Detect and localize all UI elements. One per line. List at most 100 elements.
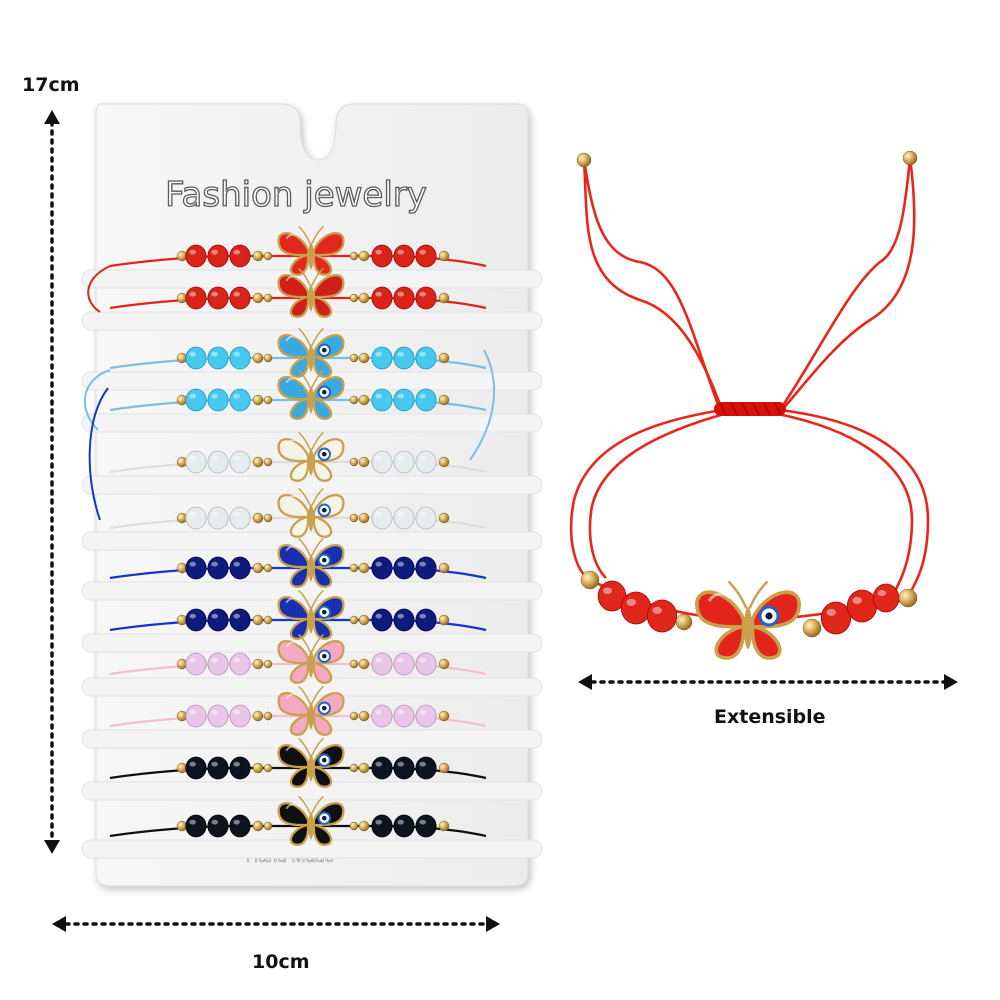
gold-bead — [580, 570, 600, 590]
crystal-bead — [371, 346, 393, 370]
extensible-label: Extensible — [714, 706, 826, 728]
gold-bead — [349, 251, 359, 261]
crystal-bead — [207, 814, 229, 838]
crystal-bead — [393, 652, 415, 676]
card-slot — [81, 475, 543, 495]
crystal-bead — [207, 556, 229, 580]
gold-bead — [349, 821, 359, 831]
gold-bead — [252, 512, 264, 524]
gold-bead — [358, 562, 370, 574]
crystal-bead — [415, 556, 437, 580]
gold-bead — [263, 821, 273, 831]
crystal-bead — [393, 388, 415, 412]
bracelet-black — [109, 795, 487, 846]
gold-bead — [802, 618, 822, 638]
gold-bead — [263, 763, 273, 773]
crystal-bead — [229, 286, 251, 310]
crystal-bead — [415, 704, 437, 728]
crystal-bead — [620, 591, 652, 625]
gold-bead — [438, 762, 450, 774]
crystal-bead — [393, 346, 415, 370]
crystal-bead — [415, 244, 437, 268]
bracelet-pink — [109, 633, 487, 684]
crystal-bead — [393, 814, 415, 838]
crystal-bead — [371, 704, 393, 728]
crystal-bead — [415, 756, 437, 780]
crystal-bead — [415, 450, 437, 474]
gold-bead — [438, 512, 450, 524]
butterfly-charm-icon — [277, 537, 345, 588]
gold-bead — [438, 562, 450, 574]
crystal-bead — [229, 652, 251, 676]
cord-tail — [469, 349, 496, 461]
card-title: Fashion jewelry — [165, 175, 427, 215]
gold-bead — [349, 513, 359, 523]
bracelet-red — [109, 225, 487, 276]
gold-bead — [252, 562, 264, 574]
card-bracelets — [81, 225, 543, 859]
gold-bead — [263, 353, 273, 363]
gold-bead — [252, 394, 264, 406]
gold-bead — [263, 513, 273, 523]
crystal-bead — [207, 704, 229, 728]
gold-bead — [252, 292, 264, 304]
bracelet-cord — [582, 159, 724, 411]
butterfly-charm-icon — [277, 737, 345, 788]
gold-bead — [252, 820, 264, 832]
crystal-bead — [207, 346, 229, 370]
crystal-bead — [393, 704, 415, 728]
crystal-bead — [229, 556, 251, 580]
gold-bead — [349, 563, 359, 573]
crystal-bead — [229, 756, 251, 780]
crystal-bead — [371, 244, 393, 268]
gold-bead — [349, 763, 359, 773]
bracelet-cord — [777, 412, 914, 597]
butterfly-charm-icon — [277, 685, 345, 736]
crystal-bead — [185, 704, 207, 728]
width-dimension-arrow — [52, 916, 500, 932]
butterfly-charm-icon — [277, 327, 345, 378]
crystal-bead — [207, 608, 229, 632]
gold-bead — [263, 457, 273, 467]
card-slot — [81, 633, 543, 653]
gold-bead — [252, 352, 264, 364]
gold-bead — [252, 710, 264, 722]
crystal-bead — [207, 244, 229, 268]
gold-bead — [358, 512, 370, 524]
butterfly-charm-icon — [277, 633, 345, 684]
gold-bead — [358, 292, 370, 304]
butterfly-charm-icon — [277, 431, 345, 482]
crystal-bead — [207, 652, 229, 676]
crystal-bead — [185, 814, 207, 838]
gold-bead — [358, 658, 370, 670]
crystal-bead — [229, 506, 251, 530]
gold-bead — [263, 251, 273, 261]
crystal-bead — [415, 286, 437, 310]
butterfly-charm-icon — [695, 580, 801, 660]
crystal-bead — [393, 608, 415, 632]
gold-bead — [349, 659, 359, 669]
crystal-bead — [846, 589, 878, 623]
bracelet-white — [109, 487, 487, 538]
bracelet-cord — [781, 157, 916, 411]
butterfly-charm-icon — [277, 225, 345, 276]
bracelet-navy — [109, 589, 487, 640]
crystal-bead — [393, 556, 415, 580]
crystal-bead — [185, 506, 207, 530]
gold-bead — [263, 711, 273, 721]
crystal-bead — [371, 388, 393, 412]
gold-bead — [358, 762, 370, 774]
crystal-bead — [393, 756, 415, 780]
bracelet-sky-blue — [109, 369, 487, 420]
gold-bead — [252, 250, 264, 262]
crystal-bead — [229, 388, 251, 412]
butterfly-charm-icon — [277, 267, 345, 318]
crystal-bead — [415, 346, 437, 370]
crystal-bead — [229, 704, 251, 728]
crystal-bead — [207, 388, 229, 412]
card-slot — [81, 677, 543, 697]
gold-bead — [358, 710, 370, 722]
gold-bead — [252, 614, 264, 626]
crystal-bead — [207, 286, 229, 310]
crystal-bead — [393, 286, 415, 310]
